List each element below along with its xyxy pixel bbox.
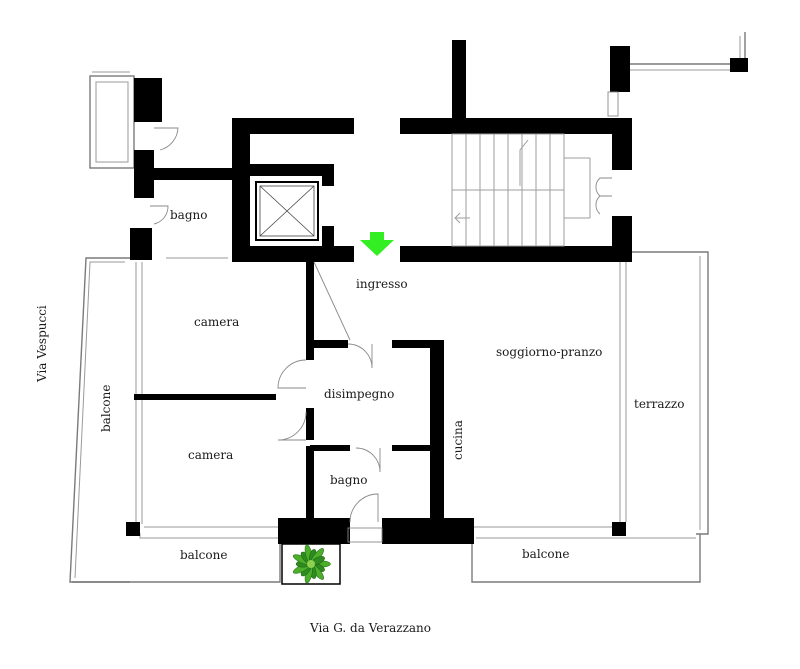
street-label-west: Via Vespucci xyxy=(35,305,49,383)
staircase xyxy=(451,133,591,247)
room-label-camera-bottom: camera xyxy=(188,448,233,462)
room-label-camera-top: camera xyxy=(194,315,239,329)
room-label-bagno-top: bagno xyxy=(170,208,207,222)
street-label-south: Via G. da Verazzano xyxy=(309,621,431,635)
room-label-disimpegno: disimpegno xyxy=(324,387,394,401)
room-label-ingresso: ingresso xyxy=(356,277,408,291)
room-label-terrazzo: terrazzo xyxy=(634,397,684,411)
doors xyxy=(150,91,619,543)
plant-icon xyxy=(281,543,341,585)
room-label-balcone-bottom-right: balcone xyxy=(522,547,569,561)
walls xyxy=(126,40,748,544)
arrow-down-icon xyxy=(360,232,394,256)
elevator-icon xyxy=(255,181,319,241)
room-label-balcone-bottom-left: balcone xyxy=(180,548,227,562)
room-label-bagno-bottom: bagno xyxy=(330,473,367,487)
balcony-outlines xyxy=(69,32,746,583)
room-label-cucina: cucina xyxy=(451,420,465,460)
room-label-soggiorno: soggiorno-pranzo xyxy=(496,345,602,359)
room-label-balcone-side: balcone xyxy=(99,385,113,432)
